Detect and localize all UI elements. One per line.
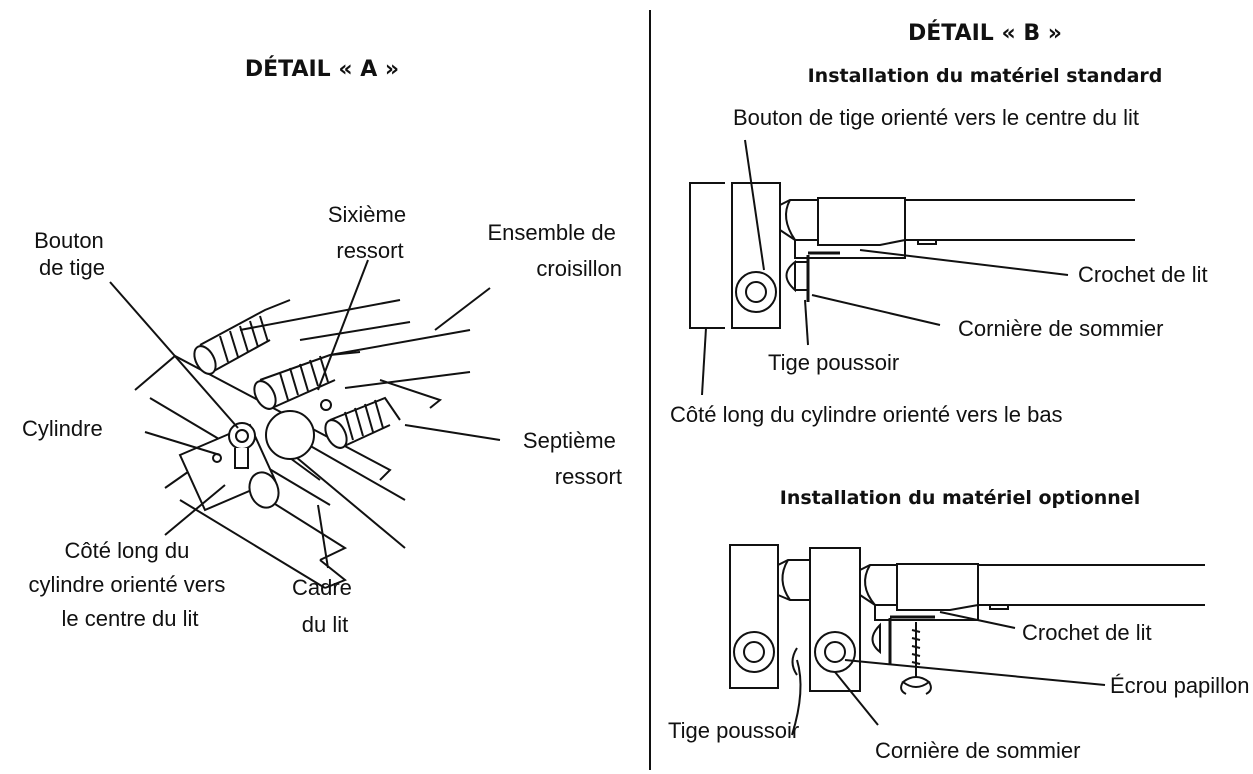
label-corniere-optionnel: Cornière de sommier [875, 738, 1080, 763]
optional-drawing [729, 544, 1205, 695]
label-bouton-centre: Bouton de tige orienté vers le centre du… [733, 105, 1139, 130]
standard-drawing [689, 182, 1135, 329]
detail-a-assembly-drawing [134, 299, 471, 589]
seventh-spring-coil [324, 396, 401, 449]
label-crochet-standard: Crochet de lit [1078, 262, 1208, 287]
detail-b: DÉTAIL « B » Installation du matériel st… [668, 20, 1249, 763]
pin-button-circle [735, 271, 777, 313]
sixth-spring-coil [193, 299, 291, 375]
label-cote-long-centre: Côté long du cylindre orienté vers le ce… [29, 538, 232, 631]
middle-spring-coil [253, 351, 361, 410]
label-cadre-du-lit: Cadre du lit [292, 575, 358, 637]
optional-subtitle: Installation du matériel optionnel [780, 487, 1140, 509]
label-cylindre: Cylindre [22, 416, 103, 441]
standard-subtitle: Installation du matériel standard [808, 65, 1163, 87]
label-tige-poussoir-optionnel: Tige poussoir [668, 718, 799, 743]
label-cote-long-bas: Côté long du cylindre orienté vers le ba… [670, 402, 1063, 427]
optional-installation: Installation du matériel optionnel [668, 487, 1249, 763]
label-septieme-ressort: Septième ressort [523, 428, 622, 489]
standard-installation: Installation du matériel standard [670, 65, 1208, 427]
label-bouton-de-tige: Bouton de tige [34, 228, 110, 280]
detail-a-leaders [109, 259, 501, 569]
label-corniere-standard: Cornière de sommier [958, 316, 1163, 341]
detail-a: DÉTAIL « A » [22, 56, 622, 637]
label-ensemble-croisillon: Ensemble de croisillon [487, 220, 622, 281]
label-ecrou-papillon: Écrou papillon [1110, 673, 1249, 698]
detail-a-title: DÉTAIL « A » [245, 56, 399, 82]
label-tige-poussoir-standard: Tige poussoir [768, 350, 899, 375]
label-crochet-optionnel: Crochet de lit [1022, 620, 1152, 645]
label-sixieme-ressort: Sixième ressort [328, 202, 412, 263]
wing-nut [900, 622, 932, 695]
detail-b-title: DÉTAIL « B » [908, 20, 1062, 46]
